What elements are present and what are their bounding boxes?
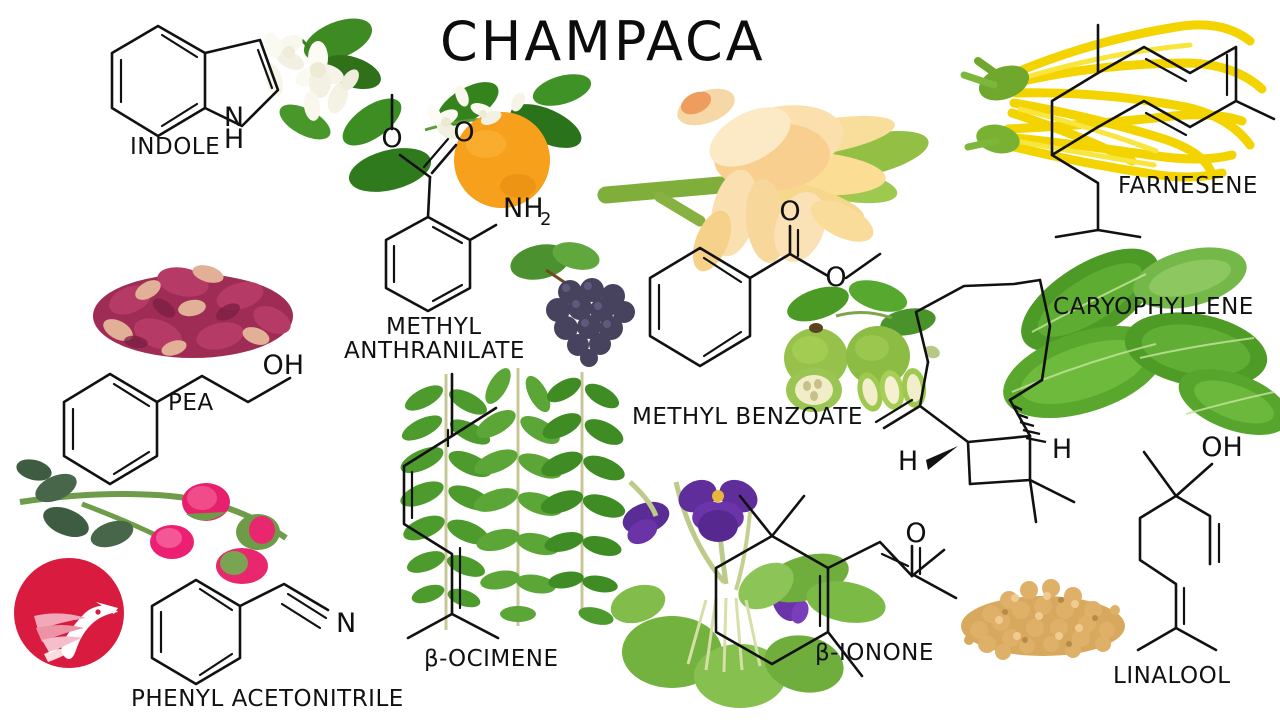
ma-amine-subscript: 2 xyxy=(540,209,551,230)
linalool-structure: OH xyxy=(1136,432,1243,652)
indole-label: INDOLE xyxy=(130,134,221,160)
linalool-hydroxyl-label: OH xyxy=(1201,432,1243,463)
phenyl-acetonitrile-structure: N xyxy=(150,578,356,686)
caryophyllene-h-right-label: H xyxy=(1052,434,1072,465)
pink-roses-photo xyxy=(16,459,288,584)
page-title: CHAMPACA xyxy=(440,10,766,73)
ionone-carbonyl-oxygen-label: O xyxy=(905,518,926,549)
feijoa-fruit-photo xyxy=(784,280,940,412)
ma-carbonyl-oxygen-label: O xyxy=(453,117,474,148)
beta-ocimene-label: β-OCIMENE xyxy=(424,646,559,672)
coriander-seeds-photo xyxy=(961,579,1125,660)
pea-structure: OH xyxy=(62,350,304,486)
ma-amine-label: NH xyxy=(503,193,544,224)
curry-leaves-photo xyxy=(400,368,626,630)
farnesene-structure xyxy=(1050,23,1276,239)
methyl-anthranilate-label-line2: ANTHRANILATE xyxy=(344,338,525,364)
beta-ionone-structure xyxy=(714,494,946,678)
linalool-label: LINALOOL xyxy=(1113,663,1231,689)
farnesene-label: FARNESENE xyxy=(1118,173,1258,199)
beta-ocimene-structure xyxy=(402,372,500,640)
indole-structure: N H xyxy=(110,24,280,155)
beta-ionone-carbonyl: O xyxy=(905,518,958,600)
dried-rose-petals-photo xyxy=(93,265,293,358)
caryophyllene-label: CARYOPHYLLENE xyxy=(1053,294,1254,320)
methyl-benzoate-structure: O O xyxy=(648,196,882,368)
caryophyllene-h-left-label: H xyxy=(898,446,918,477)
caryophyllene-structure: H H xyxy=(874,278,1076,524)
indole-hydrogen-label: H xyxy=(224,124,244,155)
orange-and-blossom-photo xyxy=(342,74,592,208)
methyl-benzoate-label: METHYL BENZOATE xyxy=(632,404,863,430)
pea-label: PEA xyxy=(168,390,214,416)
violet-flowers-photo xyxy=(610,479,886,708)
mb-carbonyl-oxygen-label: O xyxy=(779,196,800,227)
methyl-anthranilate-structure: O O NH 2 xyxy=(381,93,551,313)
basil-leaves-photo xyxy=(1003,247,1280,435)
jasmine-flowers-photo xyxy=(264,18,381,140)
champaca-flower-photo xyxy=(597,88,929,272)
phenyl-acetonitrile-label: PHENYL ACETONITRILE xyxy=(131,686,404,712)
ma-ester-oxygen-label: O xyxy=(381,123,402,154)
grapes-photo xyxy=(510,242,635,367)
beta-ionone-label: β-IONONE xyxy=(815,640,934,666)
methyl-anthranilate-label-line1: METHYL xyxy=(386,314,482,340)
pea-hydroxyl-label: OH xyxy=(262,350,304,381)
ylang-ylang-photo xyxy=(960,20,1267,182)
mb-ester-oxygen-label: O xyxy=(825,262,846,293)
pacn-nitrogen-label: N xyxy=(336,608,356,639)
indole-nitrogen-label: N xyxy=(224,102,244,133)
hummingbird-logo-bird[interactable] xyxy=(14,558,124,668)
